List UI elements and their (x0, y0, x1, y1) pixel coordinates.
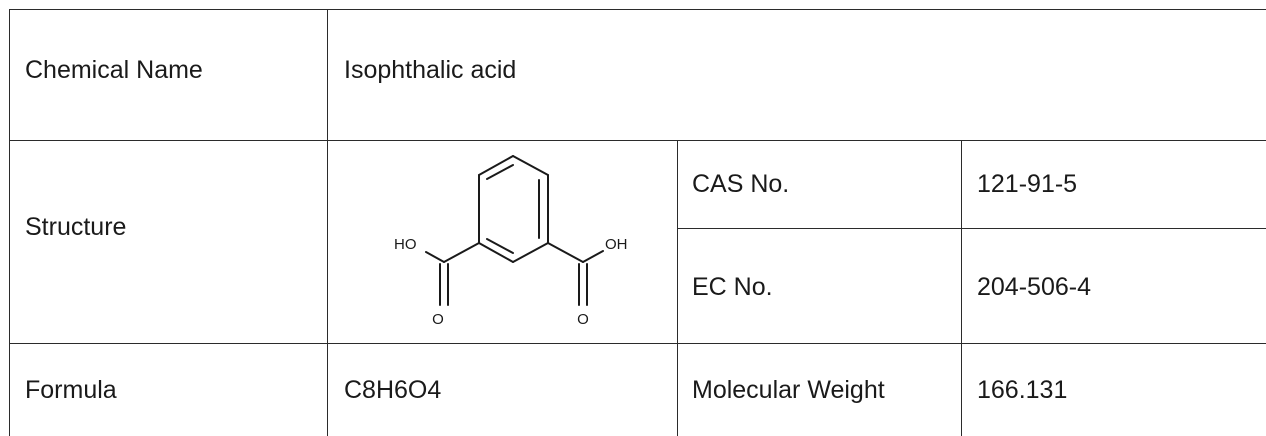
ring-double-bond (486, 164, 514, 180)
ring-bond (478, 155, 514, 176)
hydroxyl-bond-right (582, 250, 604, 263)
chemical-name-value: Isophthalic acid (344, 56, 517, 84)
table-border-col2 (677, 140, 678, 436)
table-border-col1 (327, 9, 328, 436)
ring-bond (478, 242, 514, 263)
isophthalic-acid-structure: HO OH O O (394, 155, 628, 328)
structure-label: Structure (25, 213, 127, 241)
table-border-split (677, 228, 1266, 229)
table-border-left (9, 9, 10, 436)
ring-bond (512, 242, 549, 263)
ring-bond (512, 155, 549, 176)
table-border-col3 (961, 140, 962, 436)
cas-label: CAS No. (692, 170, 790, 198)
molecular-weight-value: 166.131 (977, 376, 1068, 404)
hydroxyl-bond-left (425, 251, 445, 263)
cas-value: 121-91-5 (977, 170, 1078, 198)
formula-value: C8H6O4 (344, 376, 442, 404)
ec-value: 204-506-4 (977, 273, 1091, 301)
ec-label: EC No. (692, 273, 773, 301)
atom-o-left: O (432, 311, 444, 328)
atom-ho-left: HO (394, 236, 417, 253)
table-border-row2 (9, 343, 1266, 344)
atom-oh-right: OH (605, 236, 628, 253)
carboxyl-bond-left (443, 242, 480, 263)
atom-o-right: O (577, 311, 589, 328)
table-border-row1 (9, 140, 1266, 141)
ring-double-bond (486, 238, 514, 254)
chemical-name-label: Chemical Name (25, 56, 203, 84)
carboxyl-bond-right (547, 242, 584, 263)
table-border-top (9, 9, 1266, 10)
formula-label: Formula (25, 376, 117, 404)
molecular-weight-label: Molecular Weight (692, 376, 885, 404)
